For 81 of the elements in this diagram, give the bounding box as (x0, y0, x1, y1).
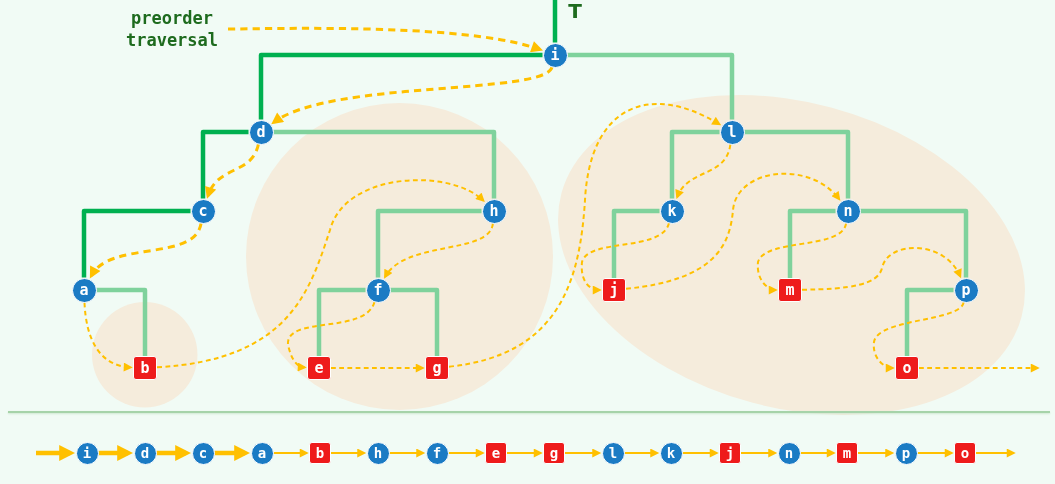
tree-node: n (777, 441, 801, 465)
tree-node: i (75, 441, 99, 465)
dashed-arrow (271, 66, 554, 124)
arrow (272, 448, 309, 458)
dashed-arrow (756, 222, 848, 294)
arrow (36, 445, 75, 461)
tree-node: k (659, 441, 683, 465)
leaf-node: j (602, 278, 626, 302)
edge-label: T (566, 1, 584, 21)
leaf-node: m (836, 442, 858, 464)
branch-line (567, 52, 735, 120)
branch-line (390, 287, 440, 356)
tree-node: d (248, 119, 274, 145)
arrow (98, 445, 133, 461)
subtree-highlight (91, 302, 198, 408)
arrow (857, 448, 895, 458)
dashed-arrow (156, 179, 485, 369)
dashed-arrow (676, 143, 732, 199)
branch-line (904, 287, 954, 356)
branch-line (552, 0, 558, 43)
dashed-arrow (801, 247, 962, 291)
tree-node: l (601, 441, 625, 465)
arrow (799, 448, 836, 458)
leaf-node: g (543, 442, 565, 464)
branch-line (744, 129, 851, 199)
branch-line (273, 129, 497, 199)
arrow (916, 448, 954, 458)
tree-node: f (425, 441, 449, 465)
dashed-arrow (89, 222, 203, 279)
leaf-node: m (778, 278, 802, 302)
dashed-arrow (625, 172, 841, 290)
dashed-arrow (330, 363, 425, 373)
arrow (740, 448, 778, 458)
dashed-arrow (227, 26, 544, 53)
tree-node: i (542, 42, 568, 68)
branch-line (669, 129, 720, 199)
branch-line (81, 208, 191, 278)
arrow (156, 445, 191, 461)
dashed-arrow (83, 301, 133, 372)
arrow (330, 448, 367, 458)
dashed-arrow (448, 103, 722, 368)
subtree-highlight (558, 95, 1025, 415)
arrow (975, 448, 1016, 458)
branch-line (258, 52, 543, 120)
leaf-node: o (895, 356, 919, 380)
branch-line (375, 208, 482, 278)
branch-line (787, 208, 836, 278)
leaf-node: e (485, 442, 507, 464)
arrow (623, 448, 660, 458)
arrow (564, 448, 602, 458)
leaf-node: e (307, 356, 331, 380)
tree-node: p (894, 441, 918, 465)
leaf-node: g (425, 356, 449, 380)
arrow (681, 448, 719, 458)
branch-line (316, 287, 366, 356)
dashed-arrow (580, 222, 670, 294)
dashed-arrow (205, 143, 260, 199)
arrow (447, 448, 485, 458)
arrow (388, 448, 426, 458)
leaf-node: b (133, 356, 157, 380)
arrow (506, 448, 543, 458)
subtree-highlight (245, 102, 553, 410)
branch-line (200, 129, 249, 199)
dashed-arrow (918, 363, 1040, 373)
branch-line (96, 287, 148, 356)
arrow (214, 445, 250, 461)
leaf-node: b (309, 442, 331, 464)
dashed-arrow (287, 301, 376, 372)
tree-node: c (191, 441, 215, 465)
dashed-arrow (383, 222, 494, 279)
branch-line (860, 208, 969, 278)
tree-node: c (190, 198, 216, 224)
annotation-text: preorder traversal (116, 7, 228, 51)
tree-node: d (133, 441, 157, 465)
tree-node: h (366, 441, 390, 465)
tree-node: a (250, 441, 274, 465)
dashed-arrow (872, 301, 965, 372)
tree-node: a (71, 277, 97, 303)
leaf-node: j (719, 442, 741, 464)
leaf-node: o (954, 442, 976, 464)
branch-line (611, 208, 660, 278)
